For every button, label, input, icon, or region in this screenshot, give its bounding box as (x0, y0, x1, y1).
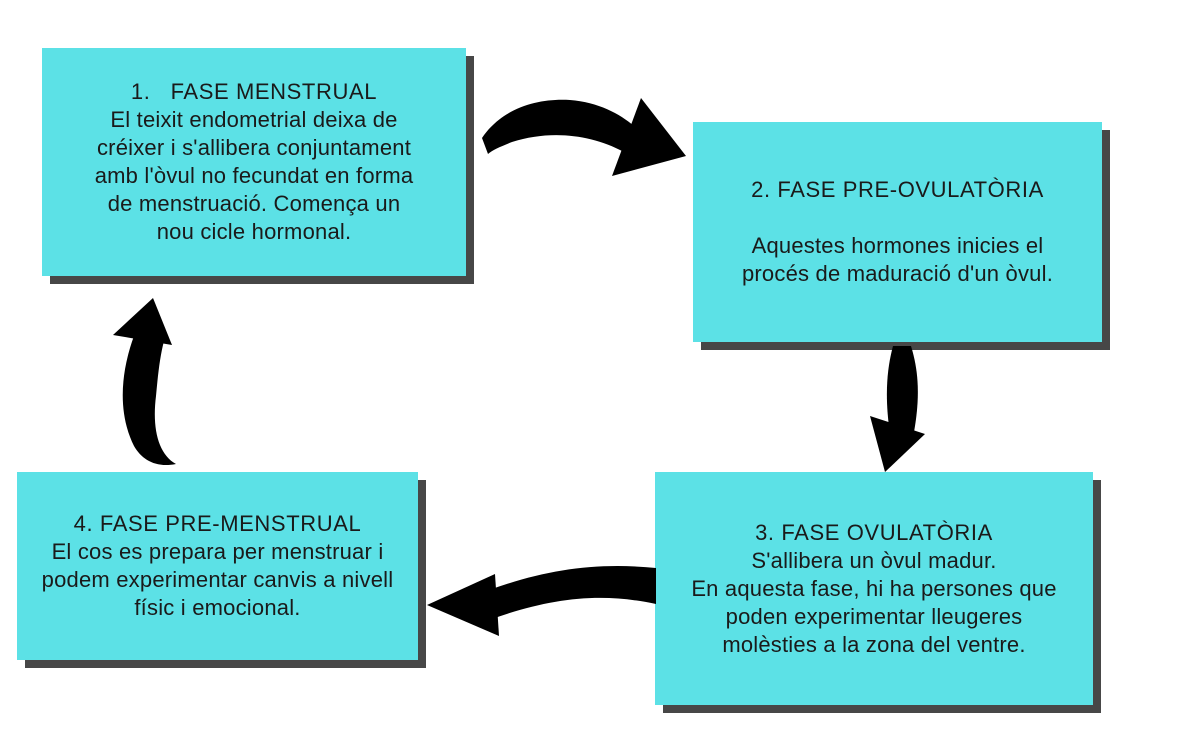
arrow-4-to-1-icon (113, 298, 176, 466)
phase-4-body: El cos es prepara per menstruar i podem … (41, 539, 394, 620)
arrow-1-to-2-icon (482, 98, 686, 176)
phase-box-ovulatoria: 3. FASE OVULATÒRIA S'allibera un òvul ma… (655, 472, 1093, 705)
phase-3-title: 3. FASE OVULATÒRIA (755, 519, 993, 545)
phase-box-pre-menstrual: 4. FASE PRE-MENSTRUAL El cos es prepara … (17, 472, 418, 660)
phase-1-body: El teixit endometrial deixa de créixer i… (94, 107, 414, 244)
arrow-2-to-3-icon (870, 346, 925, 472)
phase-4-title: 4. FASE PRE-MENSTRUAL (73, 511, 362, 536)
phase-2-body: Aquestes hormones inicies el procés de m… (741, 233, 1054, 286)
arrow-3-to-4-icon (427, 566, 656, 636)
phase-box-menstrual: 1. FASE MENSTRUAL El teixit endometrial … (42, 48, 466, 276)
phase-1-title: 1. FASE MENSTRUAL (130, 79, 378, 104)
phase-box-pre-ovulatoria: 2. FASE PRE-OVULATÒRIA Aquestes hormones… (693, 122, 1102, 342)
phase-3-body: S'allibera un òvul madur. En aquesta fas… (691, 547, 1057, 657)
phase-2-title: 2. FASE PRE-OVULATÒRIA (751, 177, 1044, 202)
